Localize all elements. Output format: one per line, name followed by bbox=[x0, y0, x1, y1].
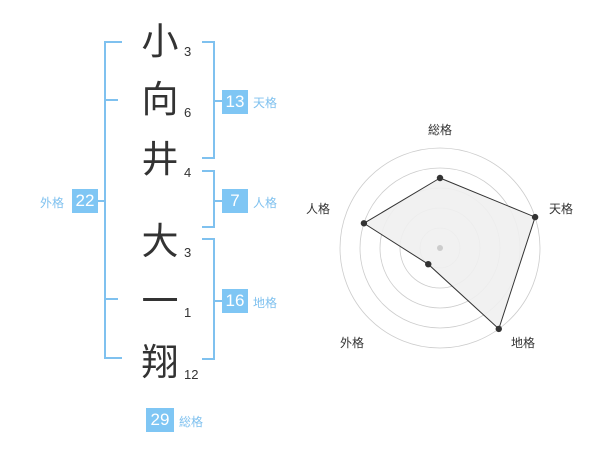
name-char-1: 小 bbox=[141, 20, 179, 63]
tenkaku-label: 天格 bbox=[253, 96, 278, 110]
radar-axis-label-tenkaku: 天格 bbox=[549, 202, 574, 216]
radar-axis-label-chikaku: 地格 bbox=[511, 336, 536, 350]
radar-data-points bbox=[360, 174, 539, 333]
stroke-count-3: 4 bbox=[184, 165, 192, 180]
radar-axis-label-jinkaku: 人格 bbox=[306, 202, 331, 216]
name-char-6: 翔 bbox=[141, 341, 179, 384]
chikaku-label: 地格 bbox=[253, 296, 278, 310]
name-char-4: 大 bbox=[141, 220, 179, 263]
radar-point-4 bbox=[425, 260, 432, 268]
name-char-5: 一 bbox=[141, 280, 179, 323]
gaikaku-label: 外格 bbox=[40, 196, 65, 210]
stroke-count-1: 3 bbox=[184, 44, 192, 59]
chikaku-value: 16 bbox=[222, 289, 248, 313]
soukaku-value: 29 bbox=[146, 408, 174, 432]
stroke-count-5: 1 bbox=[184, 305, 192, 320]
tenkaku-value: 13 bbox=[222, 90, 248, 114]
radar-point-5 bbox=[360, 220, 368, 227]
name-char-2: 向 bbox=[141, 78, 179, 121]
soukaku-label: 総格 bbox=[179, 415, 204, 429]
gaikaku-value: 22 bbox=[72, 189, 98, 213]
radar-axis-label-gaikaku: 外格 bbox=[340, 336, 365, 350]
radar-point-3 bbox=[495, 325, 502, 333]
stroke-count-6: 12 bbox=[184, 367, 199, 382]
radar-center-dot bbox=[437, 245, 443, 251]
radar-grid-ring bbox=[339, 147, 541, 349]
stroke-count-2: 6 bbox=[184, 105, 192, 120]
radar-axis-label-soukaku: 総格 bbox=[428, 123, 453, 137]
radar-data-polygon bbox=[362, 177, 536, 330]
name-char-3: 井 bbox=[141, 138, 179, 181]
radar-point-2 bbox=[531, 213, 539, 221]
stroke-count-4: 3 bbox=[184, 245, 192, 260]
jinkaku-value: 7 bbox=[222, 189, 248, 213]
jinkaku-label: 人格 bbox=[253, 196, 278, 210]
radar-point-1 bbox=[436, 174, 444, 182]
